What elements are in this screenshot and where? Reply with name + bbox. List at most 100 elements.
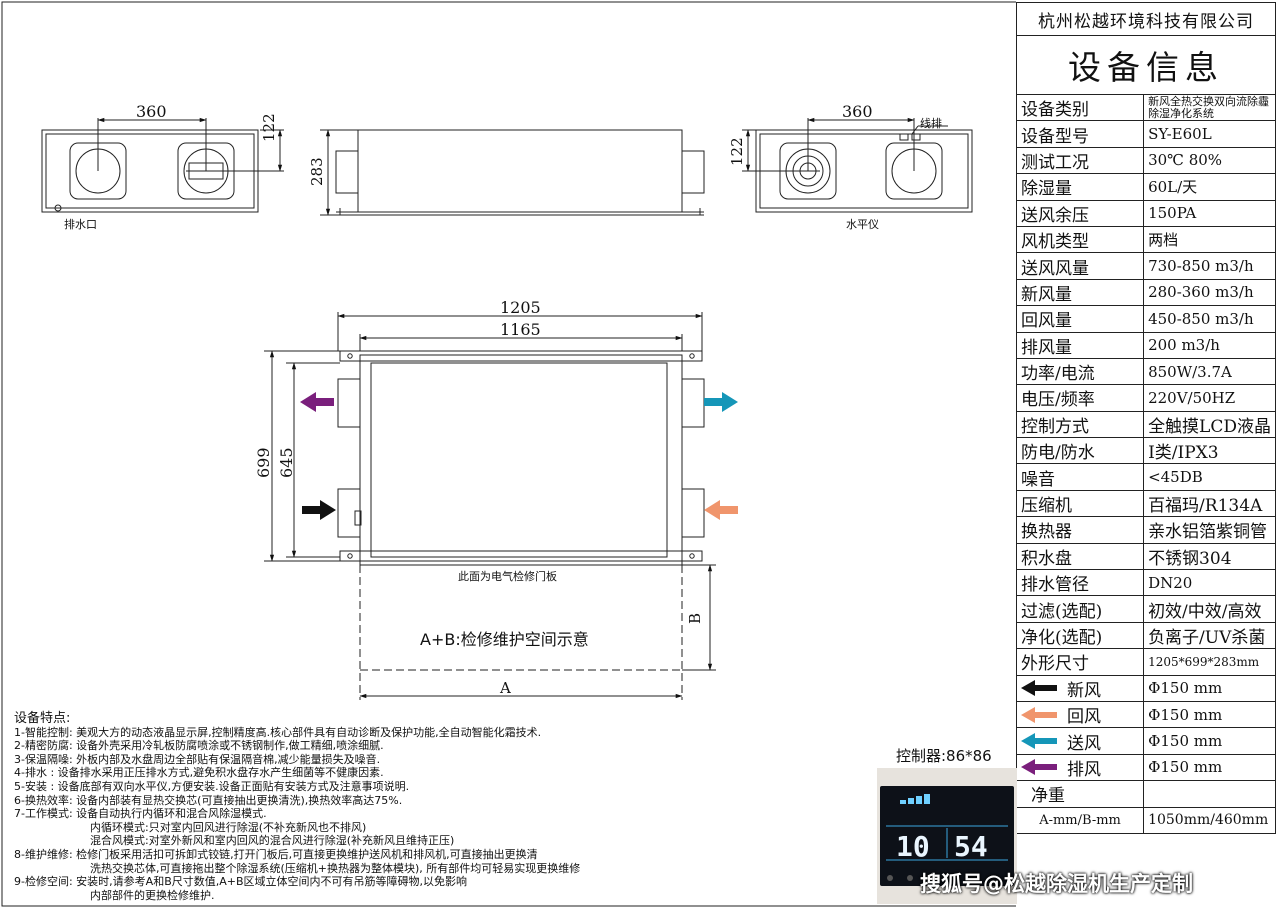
spec-value: 30℃ 80% (1143, 146, 1276, 175)
spec-value: 1205*699*283mm (1143, 648, 1276, 676)
weight-key: 净重 (1015, 780, 1145, 808)
supply-air-arrow-icon (1021, 733, 1057, 750)
spec-key: 功率/电流 (1015, 357, 1145, 386)
spec-value: 负离子/UV杀菌 (1143, 621, 1276, 650)
spec-value: 220V/50HZ (1143, 384, 1276, 412)
controller-label: 控制器:86*86 (896, 747, 992, 765)
plan-view (264, 312, 716, 700)
weight-row: 净重 (1015, 780, 1276, 808)
spec-key: 排风量 (1015, 331, 1145, 359)
feature-line: 6-换热效率: 设备内部装有显热交换芯(可直接抽出更换清洗),换热效率高达75%… (14, 793, 403, 807)
features-title: 设备特点: (14, 711, 71, 726)
controller-screen: 10 54 (880, 786, 1014, 886)
spec-value: 730-850 m3/h (1143, 252, 1276, 280)
feature-line: 3-保温隔噪: 外板内部及水盘周边全部贴有保温隔音棉,减少能量损失及噪音. (14, 752, 381, 766)
airflow-value: Φ150 mm (1143, 753, 1276, 782)
airflow-row: 回风 Φ150 mm (1015, 700, 1276, 729)
spec-value: 初效/中效/高效 (1143, 595, 1276, 623)
level-label: 水平仪 (846, 218, 879, 231)
spec-key: 外形尺寸 (1015, 648, 1145, 676)
spec-key: 送风风量 (1015, 252, 1145, 280)
spec-value: 亲水铝箔紫铜管 (1143, 516, 1276, 544)
dim-283: 283 (308, 157, 326, 186)
spec-key: 测试工况 (1015, 146, 1145, 175)
arrow-supply (704, 392, 738, 412)
spec-key: 送风余压 (1015, 199, 1145, 227)
spec-value: DN20 (1143, 569, 1276, 597)
spec-row: 压缩机百福玛/R134A (1015, 489, 1276, 518)
spec-value: 新风全热交换双向流除霾除湿净化系统 (1143, 93, 1276, 122)
dim-645: 645 (277, 447, 296, 478)
spec-key: 电压/频率 (1015, 384, 1145, 412)
features-section: 设备特点: 1-智能控制: 美观大方的动态液晶显示屏,控制精度高.核心部件具有自… (14, 712, 580, 902)
airflow-key: 新风 (1067, 680, 1101, 701)
feature-line: 内循环模式:只对室内回风进行除湿(不补充新风也不排风) (90, 820, 367, 834)
feature-line: 2-精密防腐: 设备外壳采用冷轧板防腐喷涂或不锈钢制作,做工精细,喷涂细腻. (14, 739, 384, 753)
spec-value: 两档 (1143, 225, 1276, 254)
spec-key: 排水管径 (1015, 569, 1145, 597)
spec-key: 防电/防水 (1015, 437, 1145, 465)
ab-key: A-mm/B-mm (1015, 806, 1145, 834)
arrow-fresh (302, 500, 336, 520)
feature-line: 8-维护维修: 检修门板采用活扣可拆卸式铰链,打开门板后,可直接更换维护送风机和… (14, 847, 538, 861)
spec-key: 风机类型 (1015, 225, 1145, 254)
spec-key: 噪音 (1015, 463, 1145, 491)
spec-value: 850W/3.7A (1143, 357, 1276, 386)
arrow-exhaust (300, 392, 334, 412)
spec-row: 噪音<45DB (1015, 463, 1276, 491)
spec-key: 除湿量 (1015, 173, 1145, 201)
arrow-return (704, 500, 738, 520)
spec-value: SY-E60L (1143, 120, 1276, 148)
exhaust-air-arrow-icon (1021, 759, 1057, 776)
spec-value: 全触摸LCD液晶 (1143, 410, 1276, 439)
spec-value: 450-850 m3/h (1143, 305, 1276, 333)
spec-value: 百福玛/R134A (1143, 489, 1276, 518)
dim-360-right: 360 (842, 102, 873, 121)
weight-value (1143, 780, 1276, 808)
left-end-view (41, 117, 284, 213)
side-view (320, 129, 705, 216)
ab-value: 1050mm/460mm (1143, 806, 1276, 834)
spec-key: 压缩机 (1015, 489, 1145, 518)
spec-value: <45DB (1143, 463, 1276, 491)
spec-key: 积水盘 (1015, 542, 1145, 571)
dim-a: A (500, 679, 511, 697)
spec-row: 控制方式全触摸LCD液晶 (1015, 410, 1276, 439)
dim-360-left: 360 (136, 102, 167, 121)
spec-value: I类/IPX3 (1143, 437, 1276, 465)
dim-b: B (686, 612, 704, 624)
spec-value: 200 m3/h (1143, 331, 1276, 359)
feature-line: 内部部件的更换检修维护. (90, 888, 215, 902)
dim-1205: 1205 (500, 298, 541, 317)
cable-label: 线排 (920, 117, 942, 130)
spec-value: 150PA (1143, 199, 1276, 227)
dim-699: 699 (254, 447, 273, 478)
airflow-key: 回风 (1067, 707, 1101, 728)
spec-key: 回风量 (1015, 305, 1145, 333)
airflow-value: Φ150 mm (1143, 727, 1276, 755)
spec-value: 60L/天 (1143, 173, 1276, 201)
spec-key: 设备型号 (1015, 120, 1145, 148)
spec-table: 杭州松越环境科技有限公司 设备信息 设备类别新风全热交换双向流除霾除湿净化系统 … (1015, 2, 1276, 834)
return-air-arrow-icon (1021, 706, 1057, 723)
panel-label: 此面为电气检修门板 (458, 570, 557, 583)
spec-row: 净化(选配)负离子/UV杀菌 (1015, 621, 1276, 650)
spec-row: 过滤(选配)初效/中效/高效 (1015, 595, 1276, 623)
drain-label: 排水口 (64, 218, 97, 231)
spec-row: 换热器亲水铝箔紫铜管 (1015, 516, 1276, 544)
spec-row: 设备类别新风全热交换双向流除霾除湿净化系统 (1015, 93, 1276, 122)
display-left-value: 10 (896, 830, 930, 863)
airflow-value: Φ150 mm (1143, 700, 1276, 729)
right-end-view (742, 117, 973, 213)
spec-key: 控制方式 (1015, 410, 1145, 439)
dim-122-right: 122 (728, 137, 746, 166)
